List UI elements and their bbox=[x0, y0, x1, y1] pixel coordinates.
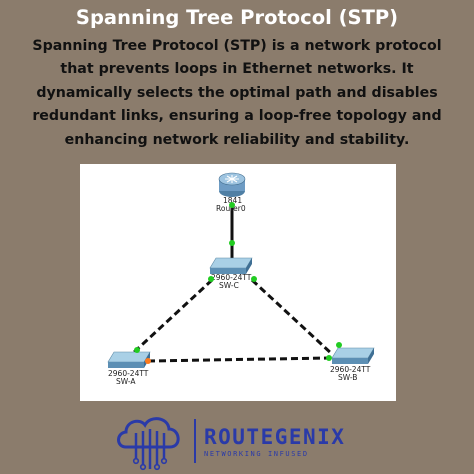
port-indicator-swc-right bbox=[251, 276, 257, 282]
port-indicator-swc-up bbox=[229, 240, 235, 246]
switch-b-icon[interactable] bbox=[331, 347, 375, 364]
router-icon[interactable] bbox=[218, 172, 246, 197]
swc-swa-link bbox=[130, 278, 214, 356]
switch-a-model-label: 2960-24TT bbox=[108, 369, 149, 378]
brand-footer: ROUTEGENIX NETWORKING INFUSED bbox=[0, 405, 474, 471]
network-topology-diagram: 1841 Router0 2960-24TT SW-C 2960-24TT SW… bbox=[80, 164, 396, 401]
cloud-circuit-icon bbox=[117, 417, 180, 471]
topology-canvas: 1841 Router0 2960-24TT SW-C 2960-24TT SW… bbox=[107, 172, 375, 386]
brand-tagline: NETWORKING INFUSED bbox=[204, 450, 309, 458]
switch-b-name-label: SW-B bbox=[338, 373, 357, 382]
switch-a-icon[interactable] bbox=[107, 351, 151, 368]
switch-c-icon[interactable] bbox=[209, 257, 253, 274]
brand-divider bbox=[194, 419, 196, 463]
description-line: enhancing network reliability and stabil… bbox=[64, 131, 410, 148]
description-line: redundant links, ensuring a loop-free to… bbox=[32, 108, 442, 125]
switch-c-model-label: 2960-24TT bbox=[211, 273, 252, 282]
port-indicator-router bbox=[229, 202, 235, 208]
description-line: dynamically selects the optimal path and… bbox=[36, 84, 438, 101]
router-model-label: 1841 bbox=[223, 196, 242, 205]
port-indicator-swb-left bbox=[326, 355, 332, 361]
swc-swb-link bbox=[250, 278, 334, 356]
swa-swb-link bbox=[147, 356, 331, 363]
port-indicator-swa-blocked bbox=[145, 358, 151, 364]
description-line: that prevents loops in Ethernet networks… bbox=[60, 61, 414, 78]
switch-c-name-label: SW-C bbox=[219, 281, 239, 290]
description: Spanning Tree Protocol (STP) is a networ… bbox=[4, 35, 470, 152]
brand-name: ROUTEGENIX bbox=[204, 425, 346, 449]
description-line: Spanning Tree Protocol (STP) is a networ… bbox=[32, 38, 442, 54]
page-title: Spanning Tree Protocol (STP) bbox=[75, 6, 399, 29]
port-indicator-swc-left bbox=[208, 276, 214, 282]
port-indicator-swa-up bbox=[134, 347, 140, 353]
switch-b-model-label: 2960-24TT bbox=[330, 365, 371, 374]
port-indicator-swb-up bbox=[336, 342, 342, 348]
router-name-label: Router0 bbox=[216, 204, 246, 213]
switch-a-name-label: SW-A bbox=[116, 377, 136, 386]
